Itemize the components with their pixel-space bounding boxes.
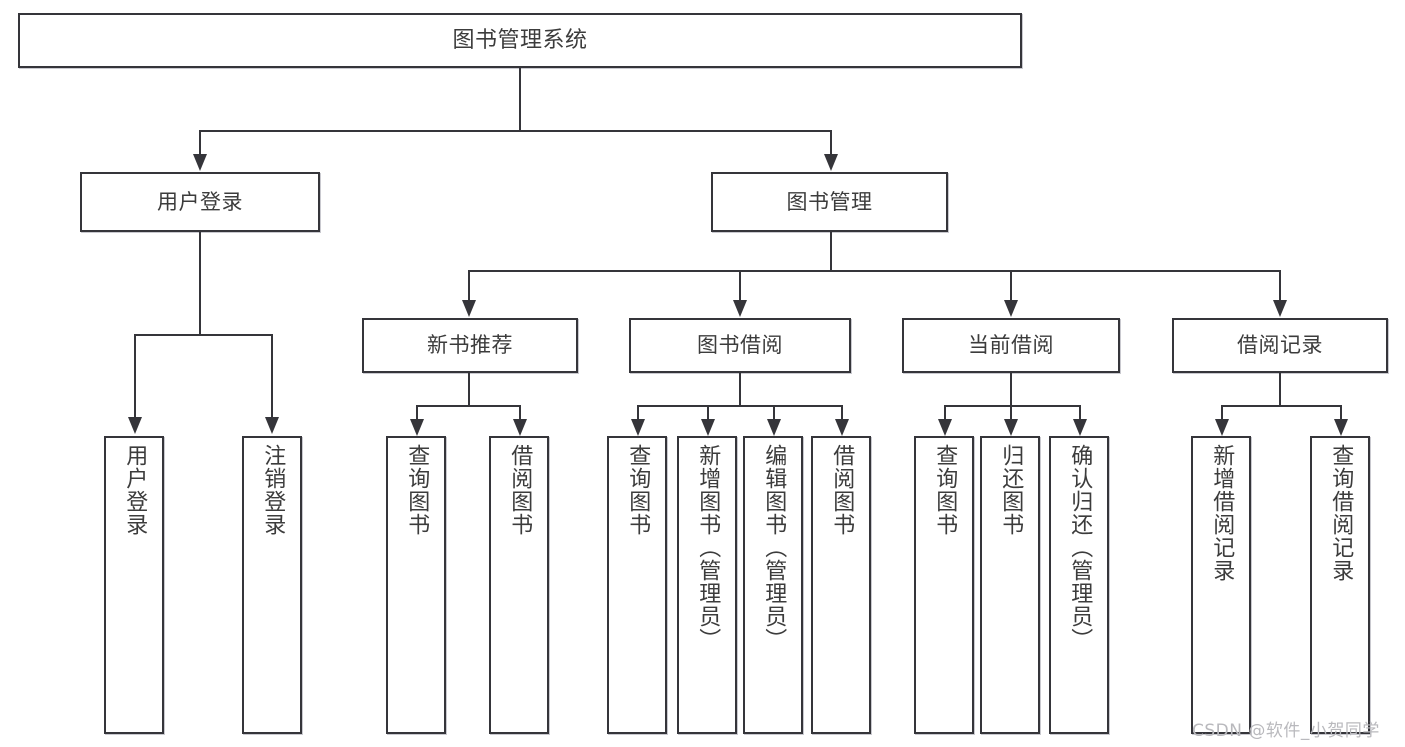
- connector-drop-leaf-cb-1: [1010, 405, 1012, 421]
- connector-book-borrow-bus: [637, 405, 842, 407]
- leaf-current-borrow-return-book[interactable]: 归还图书: [980, 436, 1040, 734]
- connector-user-login-bus: [134, 334, 272, 336]
- leaf-current-borrow-query-book[interactable]: 查询图书: [914, 436, 974, 734]
- arrow-icon-level3-2: [1004, 300, 1018, 317]
- node-book-borrow[interactable]: 图书借阅: [629, 318, 851, 373]
- leaf-book-borrow-edit-book[interactable]: 编辑图书（管理员）: [743, 436, 803, 734]
- connector-root-stem: [519, 68, 521, 130]
- leaf-borrow-record-query-record[interactable]: 查询借阅记录: [1310, 436, 1370, 734]
- arrow-icon-leaf-nbr-1: [513, 419, 527, 436]
- connector-borrow-record-bus: [1221, 405, 1341, 407]
- arrow-icon-leaf-bb-1: [701, 419, 715, 436]
- arrow-icon-leaf-cb-2: [1073, 419, 1087, 436]
- node-label: 用户登录: [157, 189, 243, 214]
- leaf-new-book-query-book[interactable]: 查询图书: [386, 436, 446, 734]
- connector-new-book-recommend-stem: [468, 373, 470, 405]
- node-label: 编辑图书（管理员）: [761, 444, 787, 651]
- node-label: 查询图书: [625, 444, 651, 536]
- connector-drop-book-management: [830, 130, 832, 156]
- connector-borrow-record-stem: [1279, 373, 1281, 405]
- connector-drop-level3-2: [1010, 270, 1012, 302]
- node-book-management[interactable]: 图书管理: [711, 172, 948, 232]
- connector-drop-leaf-nbr-1: [519, 405, 521, 421]
- watermark: CSDN @软件_小贺同学: [1192, 721, 1380, 741]
- node-label: 借阅图书: [829, 444, 855, 536]
- leaf-current-borrow-confirm-return[interactable]: 确认归还（管理员）: [1049, 436, 1109, 734]
- leaf-user-login-login[interactable]: 用户登录: [104, 436, 164, 734]
- connector-book-management-stem: [830, 232, 832, 270]
- arrow-icon-level3-0: [462, 300, 476, 317]
- leaf-borrow-record-add-record[interactable]: 新增借阅记录: [1191, 436, 1251, 734]
- node-label: 用户登录: [122, 444, 148, 536]
- connector-user-login-stem: [199, 232, 201, 334]
- connector-drop-leaf-br-0: [1221, 405, 1223, 421]
- arrow-icon-leaf-br-1: [1334, 419, 1348, 436]
- node-current-borrow[interactable]: 当前借阅: [902, 318, 1120, 373]
- connector-drop-level3-0: [468, 270, 470, 302]
- connector-drop-leaf-cb-2: [1079, 405, 1081, 421]
- connector-root-bus: [199, 130, 831, 132]
- arrow-icon-leaf-user-login-1: [265, 417, 279, 434]
- node-user-login[interactable]: 用户登录: [80, 172, 320, 232]
- arrow-icon-leaf-bb-3: [835, 419, 849, 436]
- node-label: 查询图书: [404, 444, 430, 536]
- node-new-book-recommend[interactable]: 新书推荐: [362, 318, 578, 373]
- connector-new-book-recommend-bus: [416, 405, 520, 407]
- leaf-book-borrow-query-book[interactable]: 查询图书: [607, 436, 667, 734]
- leaf-new-book-borrow-book[interactable]: 借阅图书: [489, 436, 549, 734]
- connector-drop-leaf-bb-3: [841, 405, 843, 421]
- node-root-book-management-system[interactable]: 图书管理系统: [18, 13, 1022, 68]
- connector-drop-user-login: [199, 130, 201, 156]
- node-label: 图书管理: [786, 189, 873, 214]
- node-label: 归还图书: [998, 444, 1024, 536]
- arrow-icon-book-management: [824, 154, 838, 171]
- arrow-icon-user-login: [193, 154, 207, 171]
- leaf-user-login-logout[interactable]: 注销登录: [242, 436, 302, 734]
- arrow-icon-leaf-cb-0: [938, 419, 952, 436]
- connector-drop-leaf-nbr-0: [416, 405, 418, 421]
- arrow-icon-leaf-bb-0: [631, 419, 645, 436]
- node-label: 新增图书（管理员）: [695, 444, 721, 651]
- arrow-icon-leaf-bb-2: [767, 419, 781, 436]
- node-label: 图书借阅: [697, 333, 783, 358]
- connector-drop-leaf-user-login-1: [271, 334, 273, 419]
- connector-drop-leaf-bb-1: [707, 405, 709, 421]
- connector-drop-leaf-user-login-0: [134, 334, 136, 419]
- connector-level3-bus: [468, 270, 1280, 272]
- node-label: 借阅图书: [507, 444, 533, 536]
- node-label: 新书推荐: [427, 333, 513, 358]
- node-label: 注销登录: [260, 444, 286, 536]
- arrow-icon-leaf-br-0: [1215, 419, 1229, 436]
- node-label: 新增借阅记录: [1209, 444, 1235, 582]
- node-label: 当前借阅: [968, 333, 1054, 358]
- arrow-icon-leaf-nbr-0: [410, 419, 424, 436]
- arrow-icon-level3-3: [1273, 300, 1287, 317]
- leaf-book-borrow-add-book[interactable]: 新增图书（管理员）: [677, 436, 737, 734]
- arrow-icon-level3-1: [733, 300, 747, 317]
- connector-drop-level3-1: [739, 270, 741, 302]
- connector-book-borrow-stem: [739, 373, 741, 405]
- node-label: 查询借阅记录: [1328, 444, 1354, 582]
- node-label: 确认归还（管理员）: [1067, 444, 1093, 651]
- node-label: 图书管理系统: [452, 27, 588, 53]
- node-borrow-record[interactable]: 借阅记录: [1172, 318, 1388, 373]
- connector-current-borrow-stem: [1010, 373, 1012, 405]
- connector-drop-leaf-bb-2: [773, 405, 775, 421]
- node-label: 查询图书: [932, 444, 958, 536]
- arrow-icon-leaf-user-login-0: [128, 417, 142, 434]
- connector-drop-leaf-br-1: [1340, 405, 1342, 421]
- connector-drop-leaf-cb-0: [944, 405, 946, 421]
- connector-drop-leaf-bb-0: [637, 405, 639, 421]
- leaf-book-borrow-borrow-book[interactable]: 借阅图书: [811, 436, 871, 734]
- node-label: 借阅记录: [1237, 333, 1323, 358]
- arrow-icon-leaf-cb-1: [1004, 419, 1018, 436]
- connector-current-borrow-bus: [944, 405, 1080, 407]
- connector-drop-level3-3: [1279, 270, 1281, 302]
